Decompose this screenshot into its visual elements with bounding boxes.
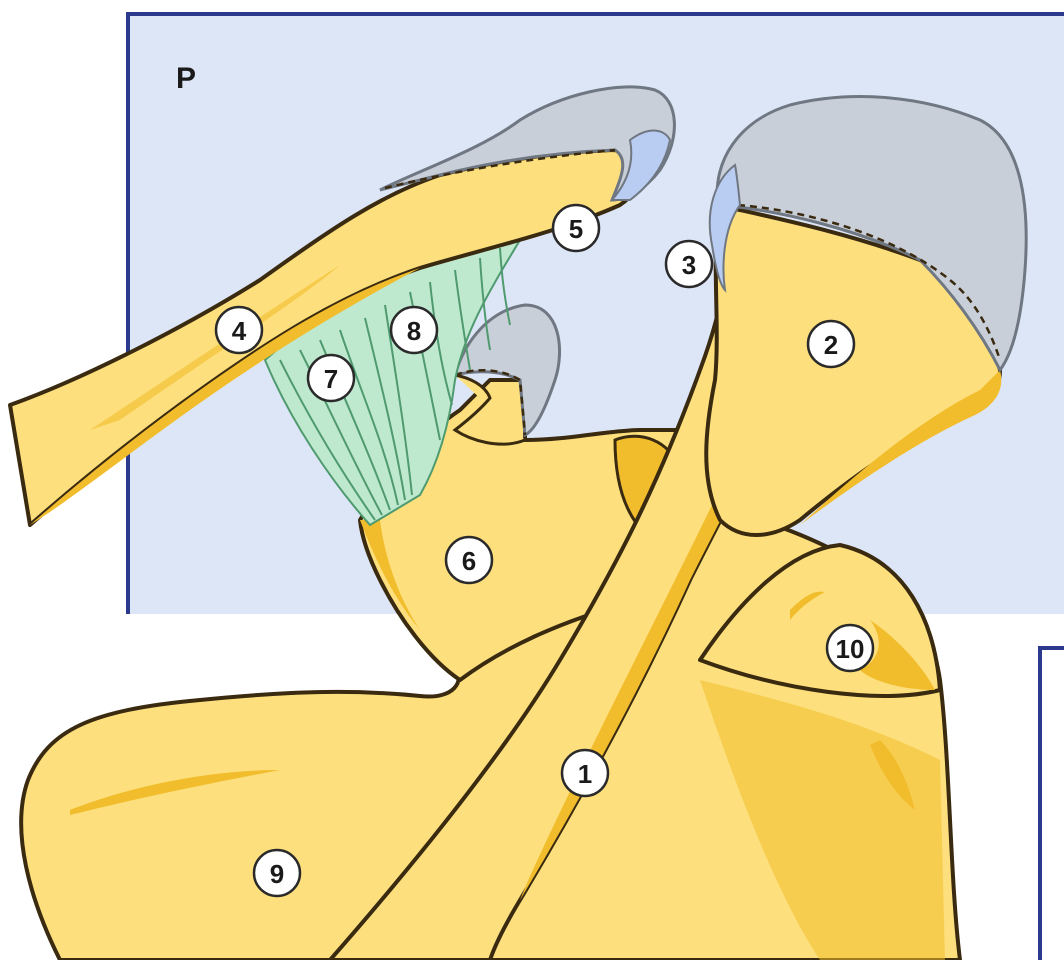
- marker-1: 1: [562, 750, 608, 796]
- marker-4: 4: [216, 307, 262, 353]
- marker-8: 8: [391, 307, 437, 353]
- marker-label: 3: [682, 250, 696, 280]
- marker-label: 6: [462, 546, 476, 576]
- marker-label: 8: [407, 316, 421, 346]
- marker-5: 5: [553, 205, 599, 251]
- marker-3: 3: [666, 241, 712, 287]
- marker-10: 10: [827, 625, 873, 671]
- marker-label: 5: [569, 214, 583, 244]
- marker-6: 6: [446, 537, 492, 583]
- marker-label: 10: [836, 634, 865, 664]
- marker-label: 4: [232, 316, 247, 346]
- marker-2: 2: [808, 321, 854, 367]
- marker-7: 7: [308, 355, 354, 401]
- marker-9: 9: [254, 850, 300, 896]
- marker-label: 9: [270, 859, 284, 889]
- marker-label: 7: [324, 364, 338, 394]
- marker-label: 2: [824, 330, 838, 360]
- secondary-panel-frame: [1040, 648, 1064, 960]
- panel-letter: P: [176, 62, 196, 95]
- marker-label: 1: [578, 759, 592, 789]
